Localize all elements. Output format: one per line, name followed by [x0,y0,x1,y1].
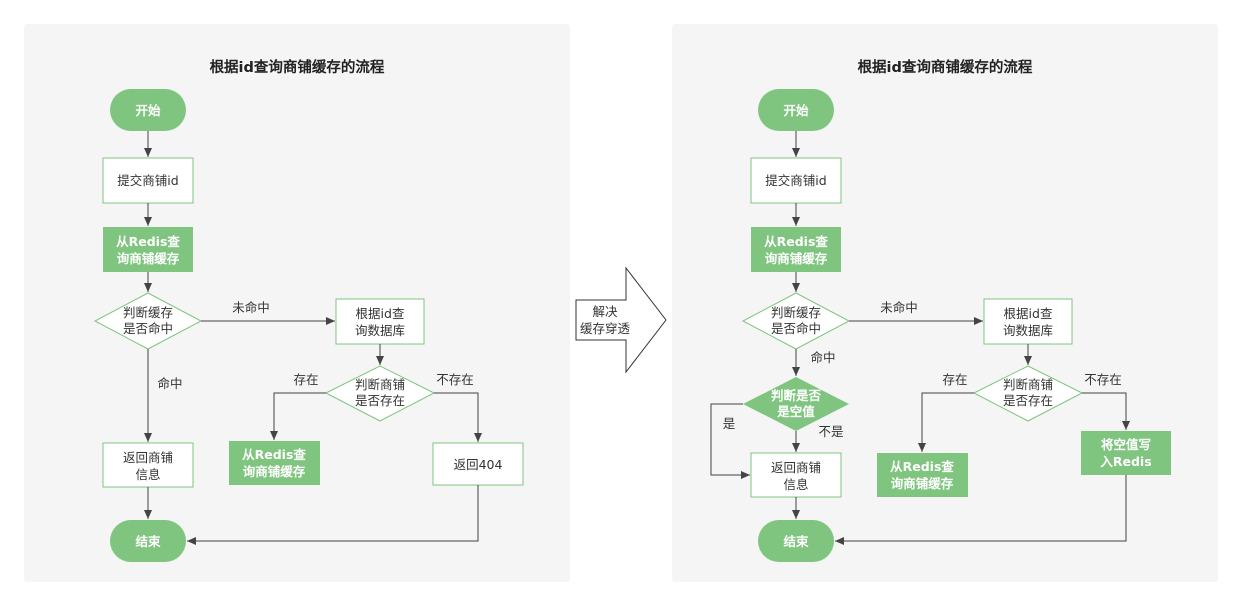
right-not-exist-label: 不存在 [1084,372,1122,387]
left-judge-exist-node [324,365,436,422]
left-exist-label: 存在 [293,372,318,387]
right-edge-null-end [835,475,1127,545]
right-judge-cache-label-2: 是否命中 [771,321,821,336]
left-query-redis-node [103,227,193,272]
left-end-label: 结束 [135,534,161,549]
left-return-404-label: 返回404 [454,457,503,472]
right-write-cache-node [877,453,968,497]
right-edge-not-exist [1082,392,1130,430]
left-start-node [110,89,186,131]
right-end-label: 结束 [783,534,809,549]
left-judge-cache-label-1: 判断缓存 [123,305,173,320]
right-judge-null-node [743,377,849,431]
right-start-label: 开始 [783,103,809,118]
right-exist-label: 存在 [942,372,967,387]
left-not-exist-label: 不存在 [436,372,474,387]
left-write-cache-node [229,441,320,485]
right-edge-exist [918,392,974,452]
solve-arrow-shape [575,266,667,374]
right-query-redis-label-1: 从Redis查 [764,234,828,249]
solve-arrow-label-1: 解决 [592,304,618,319]
right-return-info-label-2: 信息 [783,477,808,492]
left-edge-exist [270,392,326,440]
left-panel: 根据id查询商铺缓存的流程 开始 提交商铺id 从Redis查 询商铺缓存 判断… [24,24,570,582]
right-query-db-label-2: 询数据库 [1003,323,1053,338]
right-submit-node [750,157,842,204]
left-title: 根据id查询商铺缓存的流程 [210,58,385,76]
right-query-db-label-1: 根据id查 [1004,306,1053,321]
right-query-db-node [983,298,1073,345]
right-write-null-label-1: 将空值写 [1101,437,1151,452]
right-return-info-node [750,452,842,498]
right-submit-label: 提交商铺id [765,173,826,188]
left-edge-404-end [187,485,479,545]
right-judge-exist-label-1: 判断商铺 [1003,377,1053,392]
solve-arrow: 解决 缓存穿透 [575,266,667,374]
left-submit-node [102,157,194,204]
right-judge-exist-label-2: 是否存在 [1003,393,1053,408]
left-end-node [110,520,186,562]
solve-arrow-label-2: 缓存穿透 [580,321,631,336]
left-query-db-node [335,298,425,345]
right-judge-exist-node [972,365,1084,422]
left-judge-exist-label-1: 判断商铺 [355,377,405,392]
right-hit-label: 命中 [810,350,835,365]
left-return-info-node [102,442,194,488]
left-judge-exist-label-2: 是否存在 [355,393,405,408]
right-write-cache-label-1: 从Redis查 [890,459,954,474]
right-start-node [758,89,834,131]
left-query-db-label-1: 根据id查 [356,306,405,321]
right-judge-null-label-2: 是空值 [776,404,815,419]
right-title: 根据id查询商铺缓存的流程 [858,58,1033,76]
left-panel-background [24,24,570,582]
left-write-cache-label-1: 从Redis查 [242,447,306,462]
right-panel-background [672,24,1218,582]
right-yes-label: 是 [723,416,736,431]
left-miss-label: 未命中 [232,300,270,315]
left-write-cache-label-2: 询商铺缓存 [243,464,306,479]
right-write-null-node [1081,431,1171,475]
left-return-info-label-1: 返回商铺 [123,450,173,465]
right-query-redis-node [751,227,841,272]
left-query-redis-label-2: 询商铺缓存 [117,251,180,266]
left-return-info-label-2: 信息 [135,467,160,482]
right-no-label: 不是 [818,424,844,439]
left-query-db-label-2: 询数据库 [355,323,405,338]
left-judge-cache-label-2: 是否命中 [123,321,173,336]
left-hit-label: 命中 [157,376,182,391]
right-return-info-label-1: 返回商铺 [771,460,821,475]
right-miss-label: 未命中 [880,300,918,315]
right-panel: 根据id查询商铺缓存的流程 开始 提交商铺id 从Redis查 询商铺缓存 判断… [672,24,1218,582]
right-write-null-label-2: 入Redis [1100,454,1151,469]
left-edge-not-exist [434,392,482,442]
left-start-label: 开始 [135,103,161,118]
left-submit-label: 提交商铺id [117,173,178,188]
left-return-404-node [432,442,524,486]
right-judge-cache-label-1: 判断缓存 [771,305,821,320]
right-end-node [758,520,834,562]
right-edge-is-null [710,403,750,479]
right-query-redis-label-2: 询商铺缓存 [765,251,828,266]
left-query-redis-label-1: 从Redis查 [116,234,180,249]
right-judge-null-label-1: 判断是否 [771,388,822,403]
right-write-cache-label-2: 询商铺缓存 [891,476,954,491]
